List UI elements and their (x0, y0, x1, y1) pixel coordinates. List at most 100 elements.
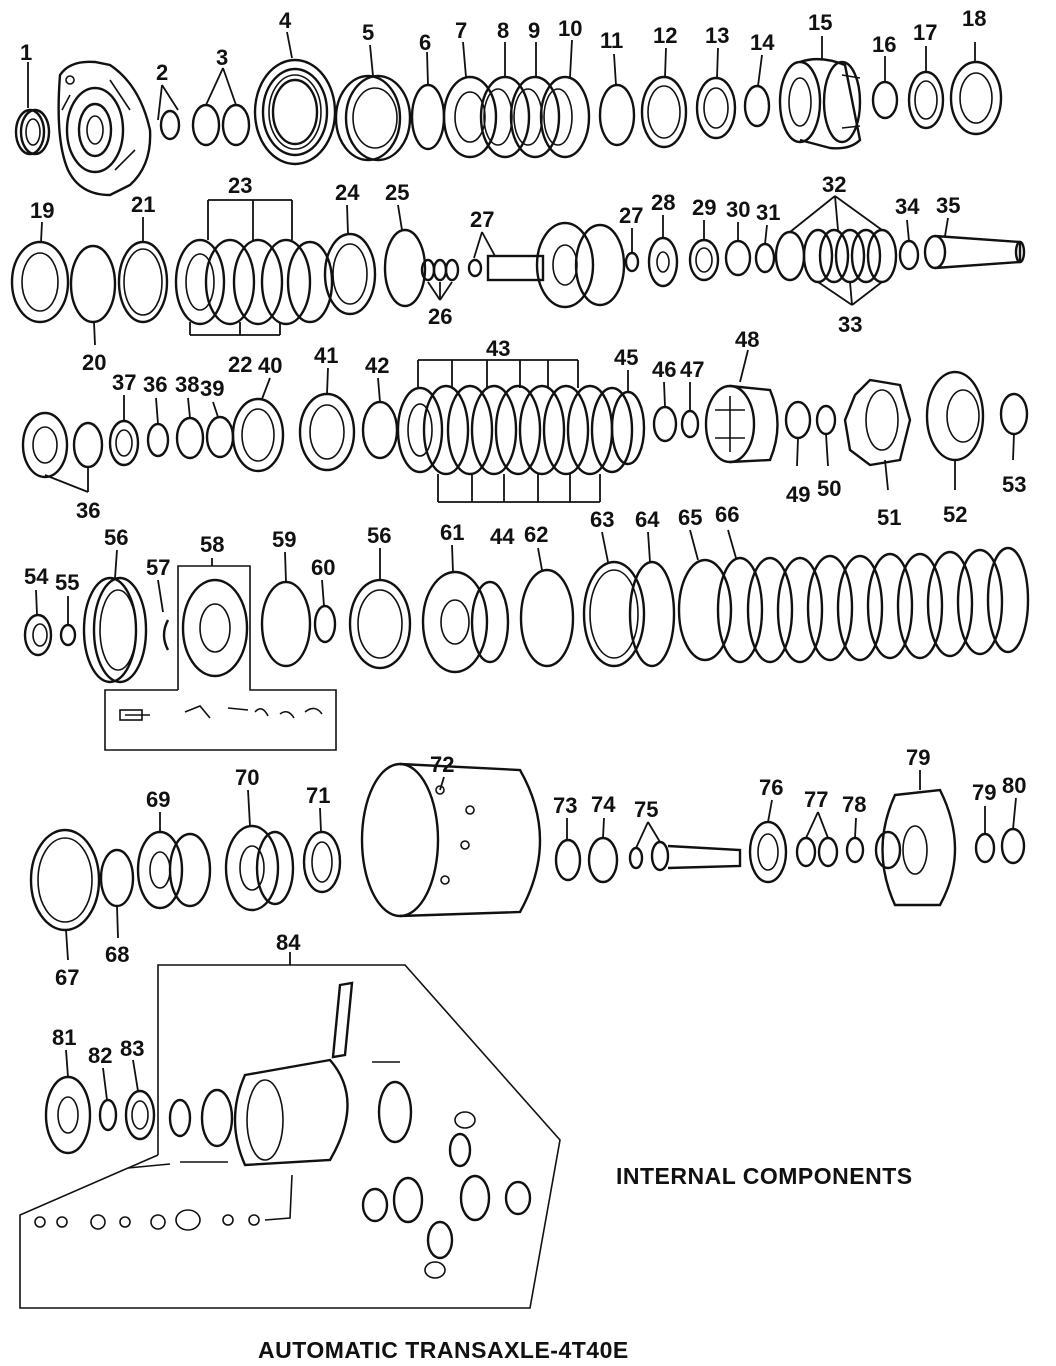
label-49: 49 (786, 482, 810, 507)
label-56: 56 (104, 525, 128, 550)
part-83-bearing (124, 1089, 156, 1141)
part-36-seal (21, 411, 69, 479)
part-60-ring (313, 604, 337, 644)
part-65-66-clutch-plates (677, 546, 1030, 664)
part-78-ring (845, 836, 865, 864)
part-49-ring (784, 400, 812, 440)
part-18-bearing (949, 60, 1003, 136)
label-76: 76 (759, 775, 783, 800)
part-16-ring (871, 80, 899, 120)
label-13: 13 (705, 23, 729, 48)
part-6-ring (410, 83, 446, 151)
part-57-snap-ring (162, 619, 170, 651)
label-41: 41 (314, 343, 338, 368)
part-81-seal (44, 1075, 92, 1155)
label-5: 5 (362, 20, 374, 45)
part-26-washers (420, 258, 460, 282)
label-29: 29 (692, 195, 716, 220)
part-15-drum (778, 57, 862, 150)
part-38-ring (175, 416, 205, 460)
label-21: 21 (131, 192, 155, 217)
label-84: 84 (276, 930, 301, 955)
part-52-gear (925, 370, 985, 462)
label-15: 15 (808, 10, 832, 35)
part-77-rings (795, 836, 839, 868)
part-54-seal (23, 613, 53, 657)
part-20-ring (69, 244, 117, 324)
label-43: 43 (486, 336, 510, 361)
part-24-ring (323, 232, 377, 316)
part-12-bearing (640, 75, 688, 149)
part-51-housing (843, 378, 912, 467)
label-74: 74 (591, 792, 616, 817)
part-80-ring (1000, 827, 1026, 865)
part-76-gear (748, 820, 788, 884)
label-33: 33 (838, 312, 862, 337)
label-73: 73 (553, 793, 577, 818)
label-23: 23 (228, 173, 252, 198)
part-72-drum (360, 762, 542, 918)
callout-labels: 1 2 3 4 5 6 7 8 9 10 11 12 13 14 15 16 1… (20, 6, 1026, 1068)
label-28: 28 (651, 190, 675, 215)
label-35: 35 (936, 193, 960, 218)
part-pump-housing (57, 60, 152, 197)
label-25: 25 (385, 180, 409, 205)
part-59-ring (260, 580, 312, 668)
label-48: 48 (735, 327, 759, 352)
label-50: 50 (817, 476, 841, 501)
part-48-drum (704, 384, 779, 464)
diagram-title: AUTOMATIC TRANSAXLE-4T40E (258, 1337, 629, 1363)
part-37-bearing (108, 419, 140, 467)
label-12: 12 (653, 23, 677, 48)
label-72: 72 (430, 752, 454, 777)
label-42: 42 (365, 353, 389, 378)
label-16: 16 (872, 32, 896, 57)
label-34: 34 (895, 194, 920, 219)
part-41-bearing (298, 392, 356, 472)
part-61-gear (421, 570, 510, 674)
leader-lines (27, 31, 1017, 1101)
label-58: 58 (200, 532, 224, 557)
label-70: 70 (235, 765, 259, 790)
part-30-ring (724, 239, 752, 277)
label-47: 47 (680, 357, 704, 382)
label-82: 82 (88, 1043, 112, 1068)
label-11: 11 (600, 28, 623, 53)
label-24: 24 (335, 180, 360, 205)
label-57: 57 (146, 555, 170, 580)
label-2: 2 (156, 60, 168, 85)
label-79b: 79 (972, 780, 996, 805)
part-71-bearing (302, 830, 342, 894)
part-27b-washer (624, 251, 640, 273)
part-2-rings (159, 109, 181, 141)
label-1: 1 (20, 40, 32, 65)
label-59: 59 (272, 527, 296, 552)
label-3: 3 (216, 45, 228, 70)
label-80: 80 (1002, 773, 1026, 798)
label-54: 54 (24, 564, 49, 589)
label-32: 32 (822, 172, 846, 197)
label-8: 8 (497, 18, 509, 43)
part-79b-ring (974, 832, 996, 864)
part-13-bearing (695, 76, 737, 140)
part-3-rings (191, 103, 251, 147)
label-7: 7 (455, 18, 467, 43)
part-63-snap-ring (582, 560, 646, 668)
label-36: 36 (76, 498, 100, 523)
part-74-ring (587, 836, 619, 884)
label-36b: 36 (143, 372, 167, 397)
label-66: 66 (715, 502, 739, 527)
part-68-ring (99, 848, 135, 908)
label-69: 69 (146, 787, 170, 812)
label-6: 6 (419, 30, 431, 55)
row-5-parts (29, 762, 1026, 932)
diagram-subtitle: INTERNAL COMPONENTS (616, 1163, 913, 1189)
label-37: 37 (112, 370, 136, 395)
label-19: 19 (30, 198, 54, 223)
row-3-parts (21, 370, 1029, 479)
part-43-44-clutch-pack (396, 384, 634, 476)
label-67: 67 (55, 965, 79, 990)
part-4-bearing (253, 58, 337, 166)
label-83: 83 (120, 1036, 144, 1061)
part-17-bearing (907, 70, 945, 130)
